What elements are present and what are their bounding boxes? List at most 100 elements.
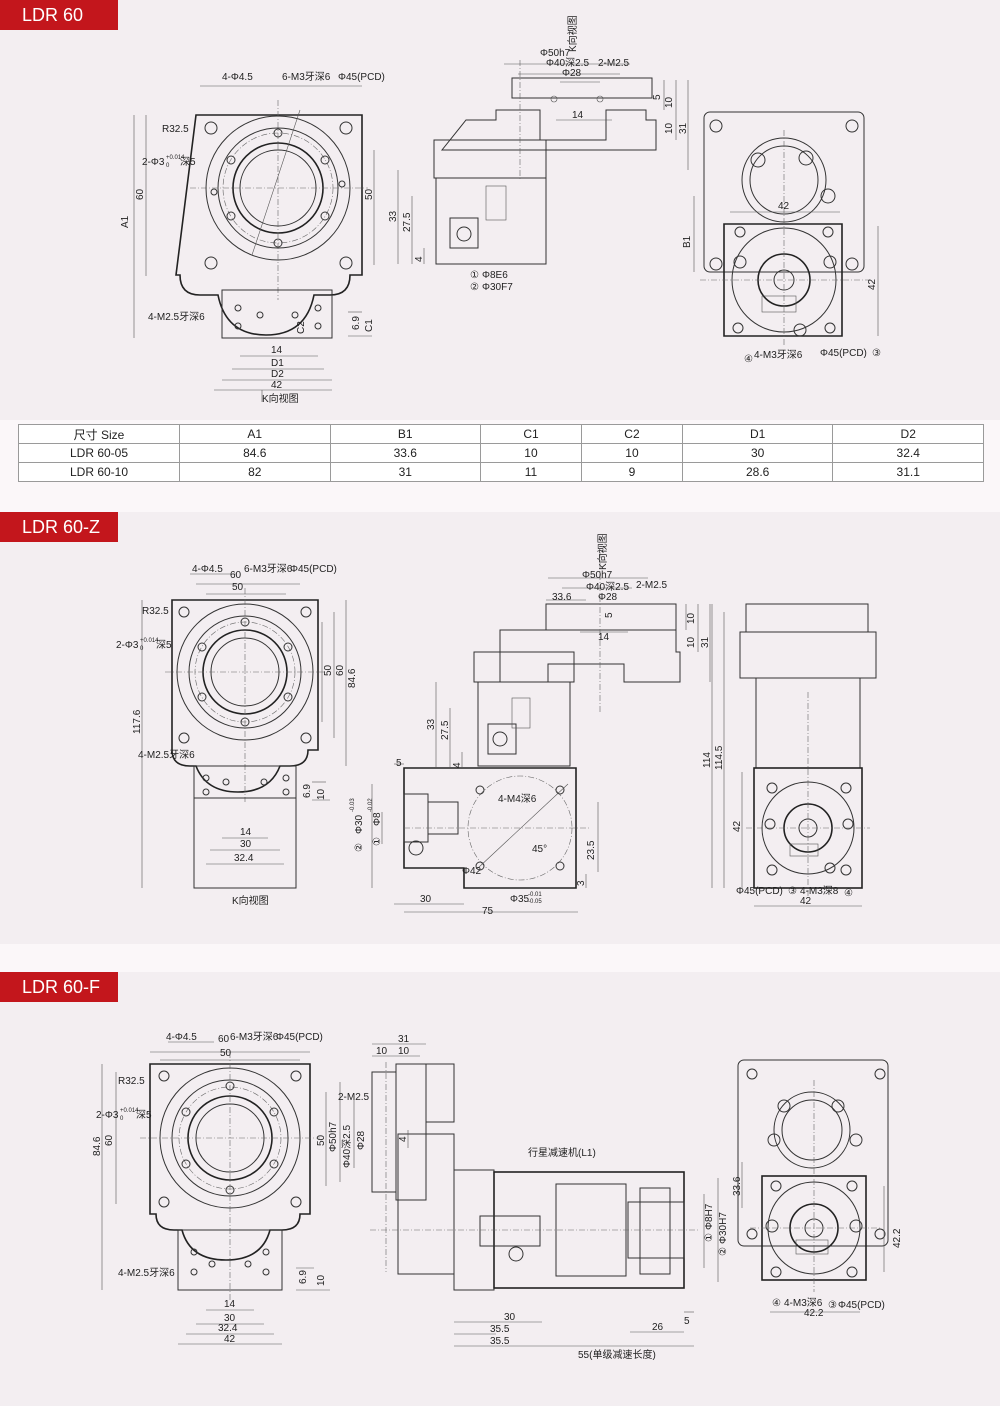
ldr60-front-kview: K向视图 <box>262 392 299 405</box>
ldr60f-end-d422: 42.2 <box>892 1228 903 1248</box>
ldr60-side-view: K向视图 Φ50h7 Φ40深2.5 Φ28 2-M2.5 5 10 14 10… <box>388 15 689 293</box>
ldr60f-side-d4: 4 <box>398 1136 409 1142</box>
table-cell: 28.6 <box>681 462 834 482</box>
ldr60z-side-d275: 27.5 <box>440 720 451 740</box>
ldr60z-front-m25: 4-M2.5牙深6 <box>138 749 195 761</box>
ldr60z-end-pcd: Φ45(PCD) <box>736 886 783 897</box>
ldr60z-side-phi30-tol: -0.03 <box>350 798 356 812</box>
table-cell: 82 <box>179 462 331 482</box>
table-cell: 11 <box>480 462 582 482</box>
ldr60-front-D1: D1 <box>271 358 284 369</box>
section-tag-ldr60f: LDR 60-F <box>0 972 118 1002</box>
table-cell: 84.6 <box>179 443 331 463</box>
ldr60z-side-d10b: 10 <box>686 636 697 648</box>
ldr60f-front-d69: 6.9 <box>298 1270 309 1284</box>
ldr60z-side-d4: 4 <box>452 762 463 768</box>
ldr60-front-D2: D2 <box>271 369 284 380</box>
ldr60z-side-phi8: Φ8 <box>372 812 383 826</box>
table-header: C1 <box>480 424 582 444</box>
ldr60f-front-d30: 30 <box>224 1313 236 1324</box>
ldr60z-front-d846: 84.6 <box>347 668 358 688</box>
ldr60f-end-c4: ④ <box>772 1298 781 1309</box>
ldr60z-front-kview: K向视图 <box>232 894 269 907</box>
ldr60z-side-d10: 10 <box>686 612 697 624</box>
table-cell: 32.4 <box>832 443 984 463</box>
ldr60f-side-d30: 30 <box>504 1312 516 1323</box>
ldr60z-end-d42b: 42 <box>800 896 812 907</box>
ldr60f-front-d50v: 50 <box>316 1134 327 1146</box>
ldr60-front-pin-tol: +0.014 <box>166 155 185 161</box>
ldr60-front-m25: 4-M2.5牙深6 <box>148 311 205 323</box>
ldr60f-front-pin-tol2: 0 <box>120 1116 124 1122</box>
ldr60f-side-d10b: 10 <box>398 1046 410 1057</box>
ldr60z-side-phi35-tol2: -0.05 <box>528 899 542 905</box>
ldr60z-side-m25: 2-M2.5 <box>636 580 668 591</box>
ldr60f-front-pin-b: 深5 <box>136 1109 152 1121</box>
ldr60z-front-pin-tol: +0.014 <box>140 638 159 644</box>
ldr60z-side-ang: 45° <box>532 844 547 855</box>
ldr60-drawing: 4-Φ4.5 6-M3牙深6 Φ45(PCD) R32.5 2-Φ3 +0.01… <box>120 15 881 405</box>
ldr60f-side-reducer: 行星减速机(L1) <box>528 1146 596 1159</box>
ldr60f-end-d422b: 42.2 <box>804 1308 824 1319</box>
ldr60z-side-d5: 5 <box>604 612 615 618</box>
ldr60z-end-c4: ④ <box>844 888 853 899</box>
ldr60z-side-phi42: Φ42 <box>462 866 482 877</box>
ldr60z-side-phi8-tol: -0.02 <box>368 798 374 812</box>
table-cell: 33.6 <box>329 443 481 463</box>
ldr60-end-c4: ④ <box>744 354 753 365</box>
ldr60f-side-c1: ① <box>704 1233 715 1242</box>
ldr60z-front-d324: 32.4 <box>234 853 254 864</box>
ldr60f-front-pin-a: 2-Φ3 <box>96 1110 119 1121</box>
table-header: B1 <box>329 424 481 444</box>
ldr60z-front-d30: 30 <box>240 839 252 850</box>
ldr60f-side-d5: 5 <box>684 1316 690 1327</box>
ldr60z-side-c1: ① <box>372 837 383 846</box>
ldr60-front-radius: R32.5 <box>162 124 189 135</box>
section-band-ldr60f <box>0 972 1000 1406</box>
ldr60z-side-d3: 3 <box>576 880 587 886</box>
ldr60z-end-view: 114 114.5 42 Φ45(PCD) ③ 4-M3深8 ④ 42 <box>702 603 877 907</box>
ldr60z-side-d336: 33.6 <box>552 592 572 603</box>
ldr60f-side-view: 31 10 10 2-M2.5 4 Φ50h7 Φ40深2.5 Φ28 行星减速… <box>328 1034 729 1361</box>
ldr60f-front-d324: 32.4 <box>218 1323 238 1334</box>
ldr60z-end-m3: 4-M3深8 <box>800 885 839 897</box>
ldr60-front-d69: 6.9 <box>351 316 362 330</box>
ldr60z-end-c3: ③ <box>788 886 797 897</box>
ldr60z-front-pin-b: 深5 <box>156 639 172 651</box>
ldr60f-side-d355b: 35.5 <box>490 1336 510 1347</box>
ldr60f-front-d60v: 60 <box>104 1134 115 1146</box>
ldr60z-end-d114: 114 <box>702 752 713 768</box>
ldr60f-front-d846: 84.6 <box>92 1136 103 1156</box>
ldr60z-front-d60v: 60 <box>335 664 346 676</box>
ldr60z-front-pcd: Φ45(PCD) <box>290 564 337 575</box>
table-header: D1 <box>681 424 834 444</box>
ldr60z-side-d33: 33 <box>426 718 437 730</box>
ldr60-front-c2: C2 <box>296 321 307 334</box>
ldr60f-end-d336: 33.6 <box>732 1176 743 1196</box>
ldr60-side-d31: 31 <box>678 122 689 134</box>
ldr60-front-d14: 14 <box>271 345 283 356</box>
ldr60-side-phi30: Φ30F7 <box>482 282 513 293</box>
ldr60z-front-radius: R32.5 <box>142 606 169 617</box>
ldr60-end-d42: 42 <box>778 201 790 212</box>
ldr60f-front-pcd: Φ45(PCD) <box>276 1032 323 1043</box>
ldr60-end-pcd: Φ45(PCD) <box>820 348 867 359</box>
ldr60f-side-d26: 26 <box>652 1322 664 1333</box>
section-tag-ldr60: LDR 60 <box>0 0 118 30</box>
ldr60-side-b2: ② <box>470 282 479 293</box>
ldr60-front-d42: 42 <box>271 380 283 391</box>
table-header: 尺寸 Size <box>18 424 180 444</box>
ldr60z-side-d40: Φ40深2.5 <box>586 581 629 593</box>
ldr60f-side-d31: 31 <box>398 1034 410 1045</box>
ldr60z-front-d69: 6.9 <box>302 784 313 798</box>
ldr60-front-c1: C1 <box>364 319 375 332</box>
ldr60-front-pin-tol2: 0 <box>166 163 170 169</box>
ldr60f-side-phi30: Φ30H7 <box>718 1212 729 1244</box>
ldr60-side-d275: 27.5 <box>402 212 413 232</box>
ldr60z-side-d28: Φ28 <box>598 592 618 603</box>
ldr60f-side-d50h7: Φ50h7 <box>328 1121 339 1152</box>
ldr60f-side-d10: 10 <box>376 1046 388 1057</box>
ldr60-side-d33: 33 <box>388 210 399 222</box>
ldr60z-front-d50: 50 <box>232 582 244 593</box>
table-cell: 9 <box>580 462 683 482</box>
